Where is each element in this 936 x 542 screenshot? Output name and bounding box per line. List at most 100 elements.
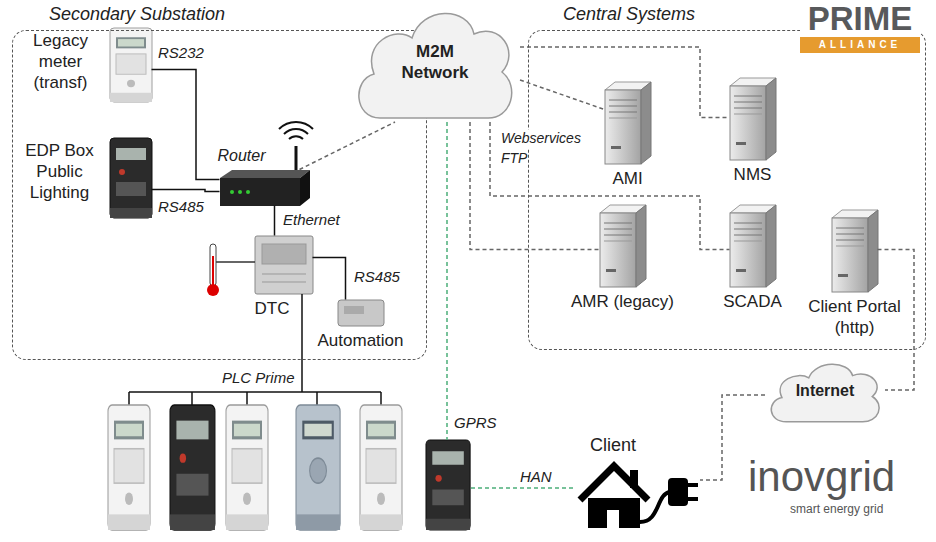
substation-devices	[279, 122, 313, 129]
device-label: Client Portal (http)	[792, 296, 918, 339]
connector	[152, 70, 220, 180]
meters	[108, 405, 470, 530]
house-icon	[688, 483, 698, 487]
connector	[152, 190, 220, 192]
internet-cloud: Internet	[765, 358, 885, 424]
central-systems-region: Central SystemsAMINMSAMR (legacy)SCADACl…	[528, 30, 926, 350]
connector	[300, 122, 396, 170]
edp-box: EDP Box Public Lighting	[110, 138, 152, 218]
servers	[832, 210, 878, 292]
automation-device: Automation	[338, 300, 384, 326]
cloud-shape	[771, 364, 879, 422]
substation-devices	[255, 236, 313, 294]
servers	[600, 205, 646, 287]
plc-bus	[128, 392, 130, 405]
substation-devices	[220, 170, 310, 178]
meters	[226, 405, 268, 530]
substation-devices	[300, 170, 310, 206]
logo-text: PRIME	[800, 2, 920, 35]
substation-devices	[216, 261, 255, 263]
substation-devices	[262, 244, 306, 264]
device-label: AMR (legacy)	[560, 291, 686, 312]
device-label: Client	[590, 434, 636, 457]
substation-devices	[338, 300, 384, 326]
link-label: PLC Prime	[222, 369, 295, 388]
substation-devices	[212, 256, 214, 288]
connector-label: RS232	[158, 44, 204, 63]
house-icon	[580, 466, 698, 528]
wireless-links	[471, 487, 576, 489]
substation-devices	[207, 284, 219, 296]
cloud-label: Internet	[775, 381, 875, 401]
brand-tagline: smart energy grid	[790, 502, 883, 517]
device-label: Legacy meter (transf)	[18, 30, 104, 94]
substation-devices	[262, 274, 306, 275]
router: Router	[220, 170, 310, 206]
link-label: HAN	[520, 468, 552, 487]
servers	[730, 78, 776, 160]
server: NMS	[730, 78, 776, 160]
logo-text: ALLIANCE	[800, 37, 920, 53]
device-label: DTC	[255, 298, 290, 319]
servers	[605, 82, 651, 164]
brand-logo: inovgrid	[748, 456, 895, 498]
cloud-label: M2M Network	[385, 41, 485, 84]
device-label: AMI	[575, 168, 681, 189]
device-label: Automation	[286, 330, 436, 351]
substation-devices	[230, 190, 234, 194]
substation-devices	[344, 306, 364, 314]
substation-devices	[289, 136, 303, 139]
substation-devices	[220, 178, 300, 206]
house-icon	[688, 497, 698, 501]
cloud-shape	[350, 2, 520, 122]
connector-label: RS485	[354, 268, 400, 287]
wireless-links	[446, 122, 448, 440]
protocol-label: Webservices	[500, 130, 582, 148]
plc-bus	[191, 392, 193, 405]
house-icon	[630, 470, 638, 488]
meters	[108, 405, 150, 530]
m2m-cloud: M2M Network	[350, 2, 520, 122]
meters	[426, 440, 470, 530]
plc-bus	[246, 392, 248, 405]
plc-bus	[129, 391, 381, 393]
plc-bus	[301, 294, 303, 392]
server: AMR (legacy)	[600, 205, 646, 287]
device-label: SCADA	[700, 291, 806, 312]
server: SCADA	[730, 205, 776, 287]
connector-label: RS485	[158, 198, 204, 217]
substation-devices	[110, 138, 152, 218]
connector	[313, 258, 346, 300]
substation-devices	[110, 28, 384, 326]
link-label: GPRS	[454, 414, 497, 433]
legacy-meter: Legacy meter (transf)	[110, 28, 152, 102]
protocol-label: FTP	[500, 150, 528, 168]
meters	[360, 405, 402, 530]
substation-devices	[262, 282, 306, 283]
connector-label: Ethernet	[283, 211, 340, 230]
connector	[274, 206, 276, 236]
connector	[490, 122, 730, 250]
house-icon	[607, 510, 619, 528]
server: AMI	[605, 82, 651, 164]
device-label: Router	[218, 146, 266, 166]
device-label: NMS	[700, 164, 806, 185]
meters	[296, 405, 340, 530]
substation-devices	[110, 28, 152, 102]
substation-devices	[284, 129, 308, 134]
house-icon	[588, 498, 640, 528]
house-icon	[580, 466, 648, 500]
connector	[878, 250, 915, 391]
device-label: EDP Box Public Lighting	[16, 140, 104, 204]
connector	[520, 80, 605, 110]
plc-bus	[380, 392, 382, 405]
wireless-links	[447, 122, 576, 488]
region-title: Secondary Substation	[49, 3, 225, 26]
substation-devices	[246, 190, 250, 194]
meters	[170, 405, 215, 530]
dtc-unit: DTC	[255, 236, 313, 294]
servers	[730, 205, 776, 287]
client-house: Client	[575, 458, 700, 530]
house-icon	[668, 478, 688, 506]
